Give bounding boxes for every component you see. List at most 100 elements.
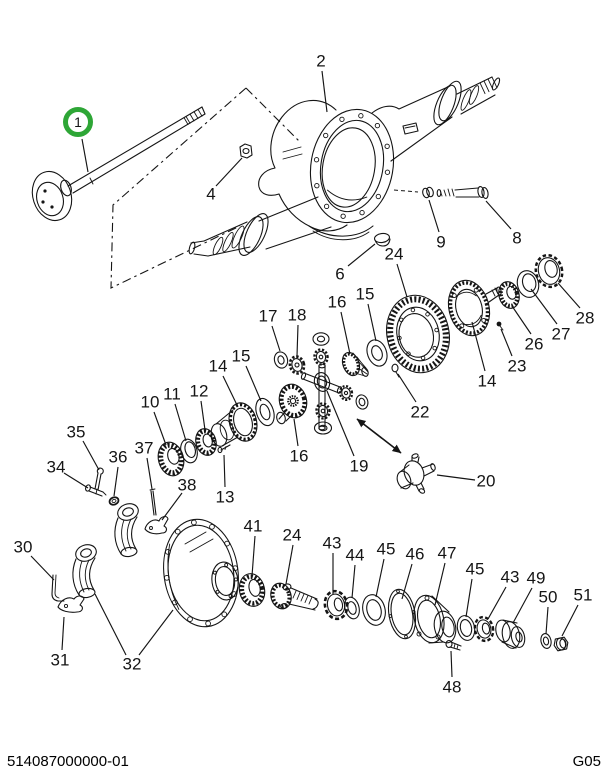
callout-46: 46 xyxy=(405,544,425,564)
part-ring-gear-24 xyxy=(386,294,450,374)
part-washer-top xyxy=(312,332,330,346)
part-diff-case-14-middle xyxy=(210,402,258,447)
part-spider-cross-19 xyxy=(300,363,343,431)
part-bearing-41 xyxy=(238,573,266,607)
callout-19: 19 xyxy=(349,456,369,476)
callout-15: 15 xyxy=(355,284,375,304)
callout-34: 34 xyxy=(46,457,66,477)
part-bolt-23 xyxy=(496,321,504,331)
callout-8: 8 xyxy=(512,228,522,248)
callout-24: 24 xyxy=(384,244,404,264)
part-yoke-49 xyxy=(495,619,526,649)
part-axle-shaft xyxy=(31,106,206,222)
part-gasket-46 xyxy=(387,588,417,640)
callout-45: 45 xyxy=(465,559,485,579)
part-pinion-right xyxy=(338,384,354,402)
part-axle-housing xyxy=(188,76,501,257)
callout-48: 48 xyxy=(442,677,462,697)
part-bearing-cap-upper xyxy=(114,503,139,558)
part-side-gear-16-upper xyxy=(341,351,369,377)
callout-41: 41 xyxy=(243,516,263,536)
part-washer-right xyxy=(355,394,369,410)
part-cotter-pin-35 xyxy=(94,467,104,491)
part-nut-4 xyxy=(239,143,253,159)
callout-24: 24 xyxy=(282,525,302,545)
callout-43: 43 xyxy=(500,567,520,587)
callout-10: 10 xyxy=(140,392,160,412)
part-spider-block-20 xyxy=(396,453,436,494)
part-pinion-18 xyxy=(288,355,306,375)
part-collar-43-left xyxy=(323,589,349,621)
part-plug-6 xyxy=(373,232,391,247)
callout-14: 14 xyxy=(477,371,497,391)
part-drive-pinion-24 xyxy=(270,582,319,611)
part-carrier-housing-32 xyxy=(163,518,239,628)
part-bolt-48 xyxy=(445,639,462,651)
callout-12: 12 xyxy=(189,381,209,401)
part-side-gear-16-lower xyxy=(276,383,308,425)
part-lock-clip-31 xyxy=(57,595,85,613)
part-bearing-12 xyxy=(195,428,217,456)
callout-43: 43 xyxy=(322,533,342,553)
part-pinion-bottom xyxy=(315,402,331,420)
part-ring-45-left xyxy=(362,594,386,626)
part-thrust-washer-15-middle xyxy=(255,397,275,427)
part-lock-clip-38 xyxy=(144,516,169,535)
callout-2: 2 xyxy=(316,51,326,71)
callout-26: 26 xyxy=(524,334,544,354)
part-bolt-13 xyxy=(217,444,231,454)
callout-35: 35 xyxy=(66,422,86,442)
callout-6: 6 xyxy=(335,264,345,284)
part-washer-50 xyxy=(540,633,552,649)
callout-30: 30 xyxy=(13,537,33,557)
part-bearing-cap-lower xyxy=(72,544,97,599)
callout-38: 38 xyxy=(177,475,197,495)
part-rod-30 xyxy=(51,574,65,602)
leader-lines xyxy=(30,70,581,678)
callout-47: 47 xyxy=(437,543,457,563)
part-bearing-cage-47 xyxy=(413,594,457,644)
part-ring-45-right xyxy=(456,615,476,641)
part-diff-case-14-right xyxy=(447,279,502,337)
callout-49: 49 xyxy=(526,568,546,588)
part-bearing-10 xyxy=(157,441,185,477)
part-thrust-washer-15-upper xyxy=(366,339,388,367)
part-washer-bottom xyxy=(313,421,333,435)
callout-44: 44 xyxy=(345,545,365,565)
callout-16: 16 xyxy=(289,446,309,466)
callout-51: 51 xyxy=(573,585,593,605)
part-adjuster-28 xyxy=(534,253,564,289)
part-bearing-26 xyxy=(498,281,520,309)
part-pinion-top xyxy=(313,348,329,366)
callout-23: 23 xyxy=(507,356,527,376)
part-collar-43-right xyxy=(473,615,495,643)
callout-1: 1 xyxy=(63,107,93,137)
callout-50: 50 xyxy=(538,587,558,607)
callout-37: 37 xyxy=(134,438,154,458)
dashed-reference-box xyxy=(110,87,300,289)
callout-31: 31 xyxy=(50,650,70,670)
double-arrow xyxy=(356,418,402,454)
callout-17: 17 xyxy=(258,306,278,326)
callout-9: 9 xyxy=(436,232,446,252)
callout-16: 16 xyxy=(327,292,347,312)
callout-22: 22 xyxy=(410,402,430,422)
callout-4: 4 xyxy=(206,184,216,204)
callout-14: 14 xyxy=(208,356,228,376)
part-washer-44 xyxy=(344,596,360,620)
callout-20: 20 xyxy=(476,471,496,491)
part-ring-36 xyxy=(108,496,120,506)
callout-32: 32 xyxy=(122,654,142,674)
callout-28: 28 xyxy=(575,308,595,328)
page-code: G05 xyxy=(572,753,601,770)
document-number: 514087000000-01 xyxy=(7,753,129,770)
callout-11: 11 xyxy=(163,384,181,404)
callout-13: 13 xyxy=(215,487,235,507)
callout-15: 15 xyxy=(231,346,251,366)
part-washer-9 xyxy=(422,186,434,199)
part-bolt-8 xyxy=(436,186,489,199)
part-nut-51 xyxy=(553,636,569,652)
callout-36: 36 xyxy=(108,447,128,467)
